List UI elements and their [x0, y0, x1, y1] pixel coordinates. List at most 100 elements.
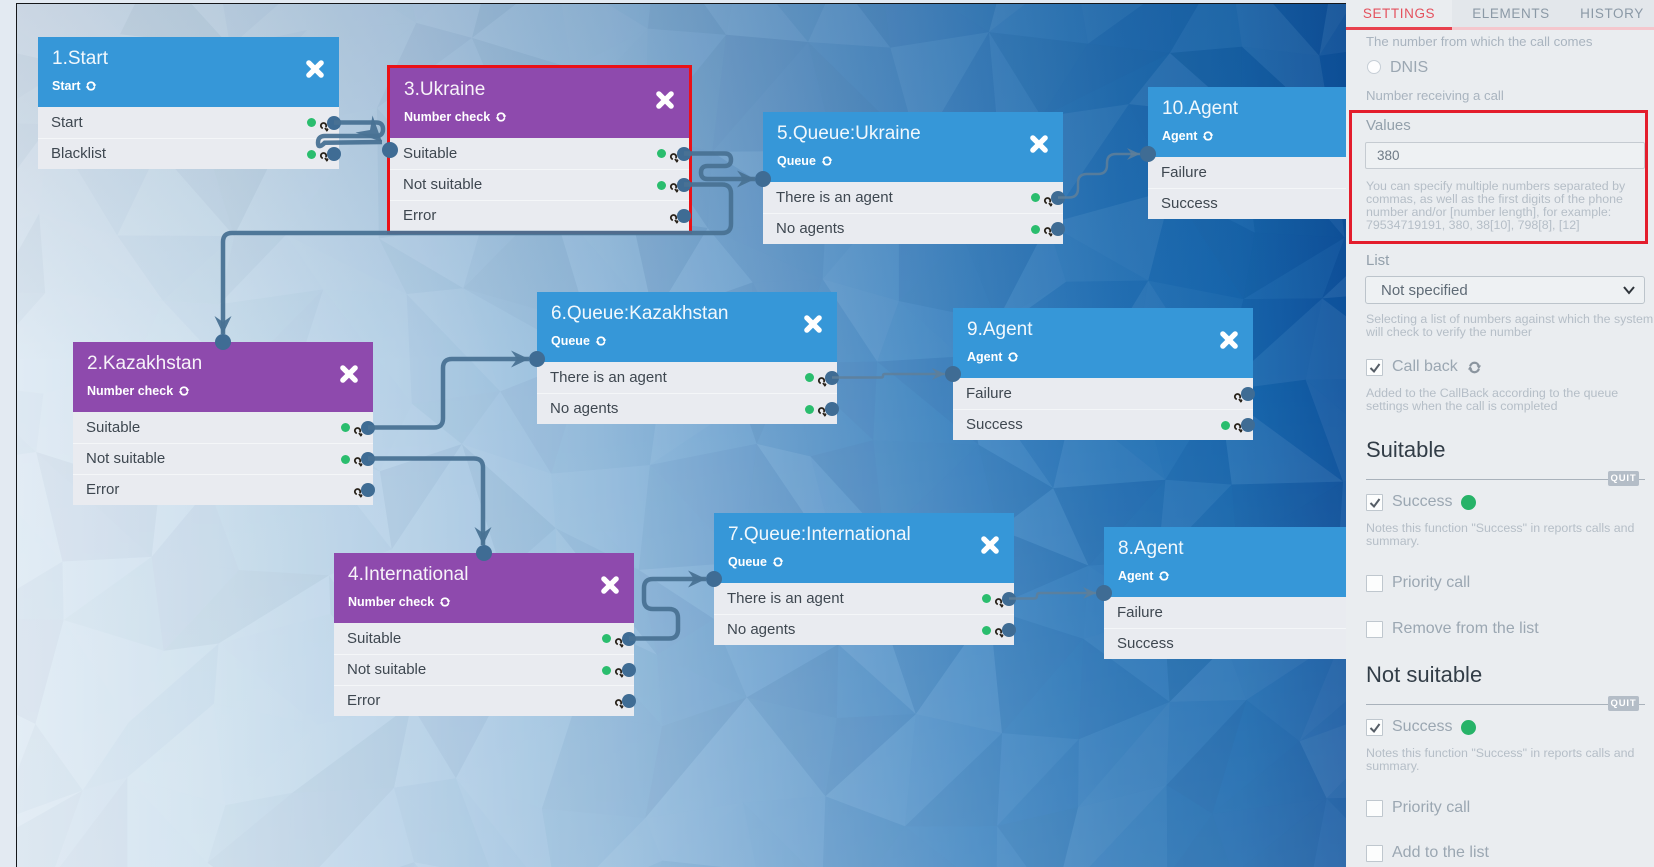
node-output-row[interactable]: Error: [390, 200, 691, 231]
node-close-button[interactable]: [338, 363, 360, 385]
node-title: 4.International: [348, 564, 469, 585]
node-input-dot[interactable]: [945, 366, 961, 382]
node-input-dot[interactable]: [1096, 585, 1112, 601]
priority-call-checkbox-not-suitable[interactable]: [1366, 799, 1383, 817]
node-input-dot[interactable]: [1140, 146, 1156, 162]
link-endpoint-icon: [670, 183, 679, 193]
row-label: Failure: [966, 385, 1012, 402]
node-subtitle-text: Number check: [348, 595, 435, 609]
node-input-dot[interactable]: [706, 571, 722, 587]
flow-node-7[interactable]: 7.Queue:International Queue There is an …: [706, 513, 1016, 645]
node-close-button[interactable]: [304, 58, 326, 80]
node-input-dot[interactable]: [529, 351, 545, 367]
node-output-row[interactable]: Error: [73, 474, 375, 505]
priority-call-checkbox-suitable[interactable]: [1366, 574, 1383, 592]
success-checkbox-suitable[interactable]: [1366, 493, 1383, 511]
key-icon: [1043, 190, 1056, 207]
success-green-dot: [1461, 719, 1477, 735]
node-output-row[interactable]: Suitable: [73, 412, 375, 443]
node-output-row[interactable]: No agents: [763, 213, 1065, 244]
row-label: There is an agent: [776, 189, 893, 206]
remove-from-list-row: Remove from the list: [1366, 620, 1539, 638]
node-close-button[interactable]: [654, 89, 676, 111]
row-endpoint-dot[interactable]: [1241, 386, 1255, 401]
node-title: 1.Start: [52, 48, 108, 69]
quit-button-not-suitable[interactable]: QUIT: [1608, 696, 1639, 711]
node-output-row[interactable]: Error: [334, 685, 636, 716]
callback-checkbox[interactable]: [1366, 358, 1383, 376]
remove-from-list-checkbox[interactable]: [1366, 620, 1383, 638]
tab-history[interactable]: HISTORY: [1570, 0, 1654, 27]
node-output-row[interactable]: Suitable: [334, 623, 636, 654]
list-select[interactable]: Not specified: [1365, 276, 1645, 304]
node-output-row[interactable]: Not suitable: [334, 654, 636, 685]
close-icon: [656, 91, 674, 109]
link-endpoint-icon: [615, 668, 624, 678]
node-input-dot[interactable]: [476, 545, 492, 561]
node-output-row[interactable]: Success: [953, 409, 1255, 440]
node-output-row[interactable]: Start: [38, 107, 341, 138]
row-endpoint-dot[interactable]: [327, 147, 341, 161]
quit-button-suitable[interactable]: QUIT: [1608, 471, 1639, 486]
refresh-icon: [178, 386, 190, 396]
node-output-row[interactable]: Blacklist: [38, 138, 341, 169]
node-header: 6.Queue:Kazakhstan Queue: [537, 292, 837, 362]
node-output-row[interactable]: Not suitable: [73, 443, 375, 474]
node-output-row[interactable]: Failure: [1148, 157, 1346, 188]
row-endpoint-dot[interactable]: [622, 663, 636, 677]
values-help: You can specify multiple numbers separat…: [1366, 179, 1626, 232]
row-endpoint-dot[interactable]: [1241, 418, 1255, 432]
node-output-row[interactable]: There is an agent: [714, 583, 1016, 614]
node-close-button[interactable]: [802, 313, 824, 335]
node-input-dot[interactable]: [755, 171, 771, 187]
panel-tabs: SETTINGS ELEMENTS HISTORY: [1346, 0, 1654, 30]
dnis-radio[interactable]: [1367, 60, 1381, 74]
node-output-row[interactable]: No agents: [714, 614, 1016, 645]
tab-elements[interactable]: ELEMENTS: [1452, 0, 1570, 27]
priority-call-label: Priority call: [1392, 574, 1471, 591]
node-input-dot[interactable]: [215, 334, 231, 350]
row-endpoint-dot[interactable]: [622, 694, 636, 708]
node-close-button[interactable]: [1028, 133, 1050, 155]
values-input[interactable]: 380: [1365, 142, 1645, 169]
node-output-row[interactable]: Failure: [1104, 597, 1346, 628]
node-input-dot[interactable]: [382, 142, 398, 158]
node-title: 6.Queue:Kazakhstan: [551, 303, 729, 324]
label-number-from: The number from which the call comes: [1366, 34, 1593, 49]
success-checkbox-not-suitable[interactable]: [1366, 718, 1383, 736]
row-label: No agents: [550, 400, 619, 417]
tab-settings[interactable]: SETTINGS: [1346, 0, 1452, 27]
node-title: 7.Queue:International: [728, 524, 911, 545]
row-endpoint-dot[interactable]: [1002, 623, 1016, 637]
row-green-dot: [1031, 224, 1040, 234]
node-close-button[interactable]: [599, 574, 621, 596]
node-output-row[interactable]: There is an agent: [537, 362, 839, 393]
add-to-list-checkbox[interactable]: [1366, 844, 1383, 862]
row-label: Not suitable: [86, 450, 166, 467]
node-title: 3.Ukraine: [404, 79, 486, 100]
node-output-row[interactable]: Success: [1148, 188, 1346, 219]
node-close-button[interactable]: [1218, 329, 1240, 351]
node-output-row[interactable]: Failure: [953, 378, 1255, 409]
row-endpoint-dot[interactable]: [825, 402, 839, 416]
flow-node-6[interactable]: 6.Queue:Kazakhstan Queue There is an age…: [529, 292, 839, 424]
node-output-row[interactable]: No agents: [537, 393, 839, 424]
dnis-label: DNIS: [1390, 59, 1429, 76]
node-output-row[interactable]: Not suitable: [390, 169, 691, 200]
node-output-row[interactable]: Suitable: [390, 138, 691, 169]
row-endpoint-dot[interactable]: [1051, 222, 1065, 236]
node-output-row[interactable]: There is an agent: [763, 182, 1065, 213]
node-close-button[interactable]: [979, 534, 1001, 556]
node-output-row[interactable]: Success: [1104, 628, 1346, 659]
